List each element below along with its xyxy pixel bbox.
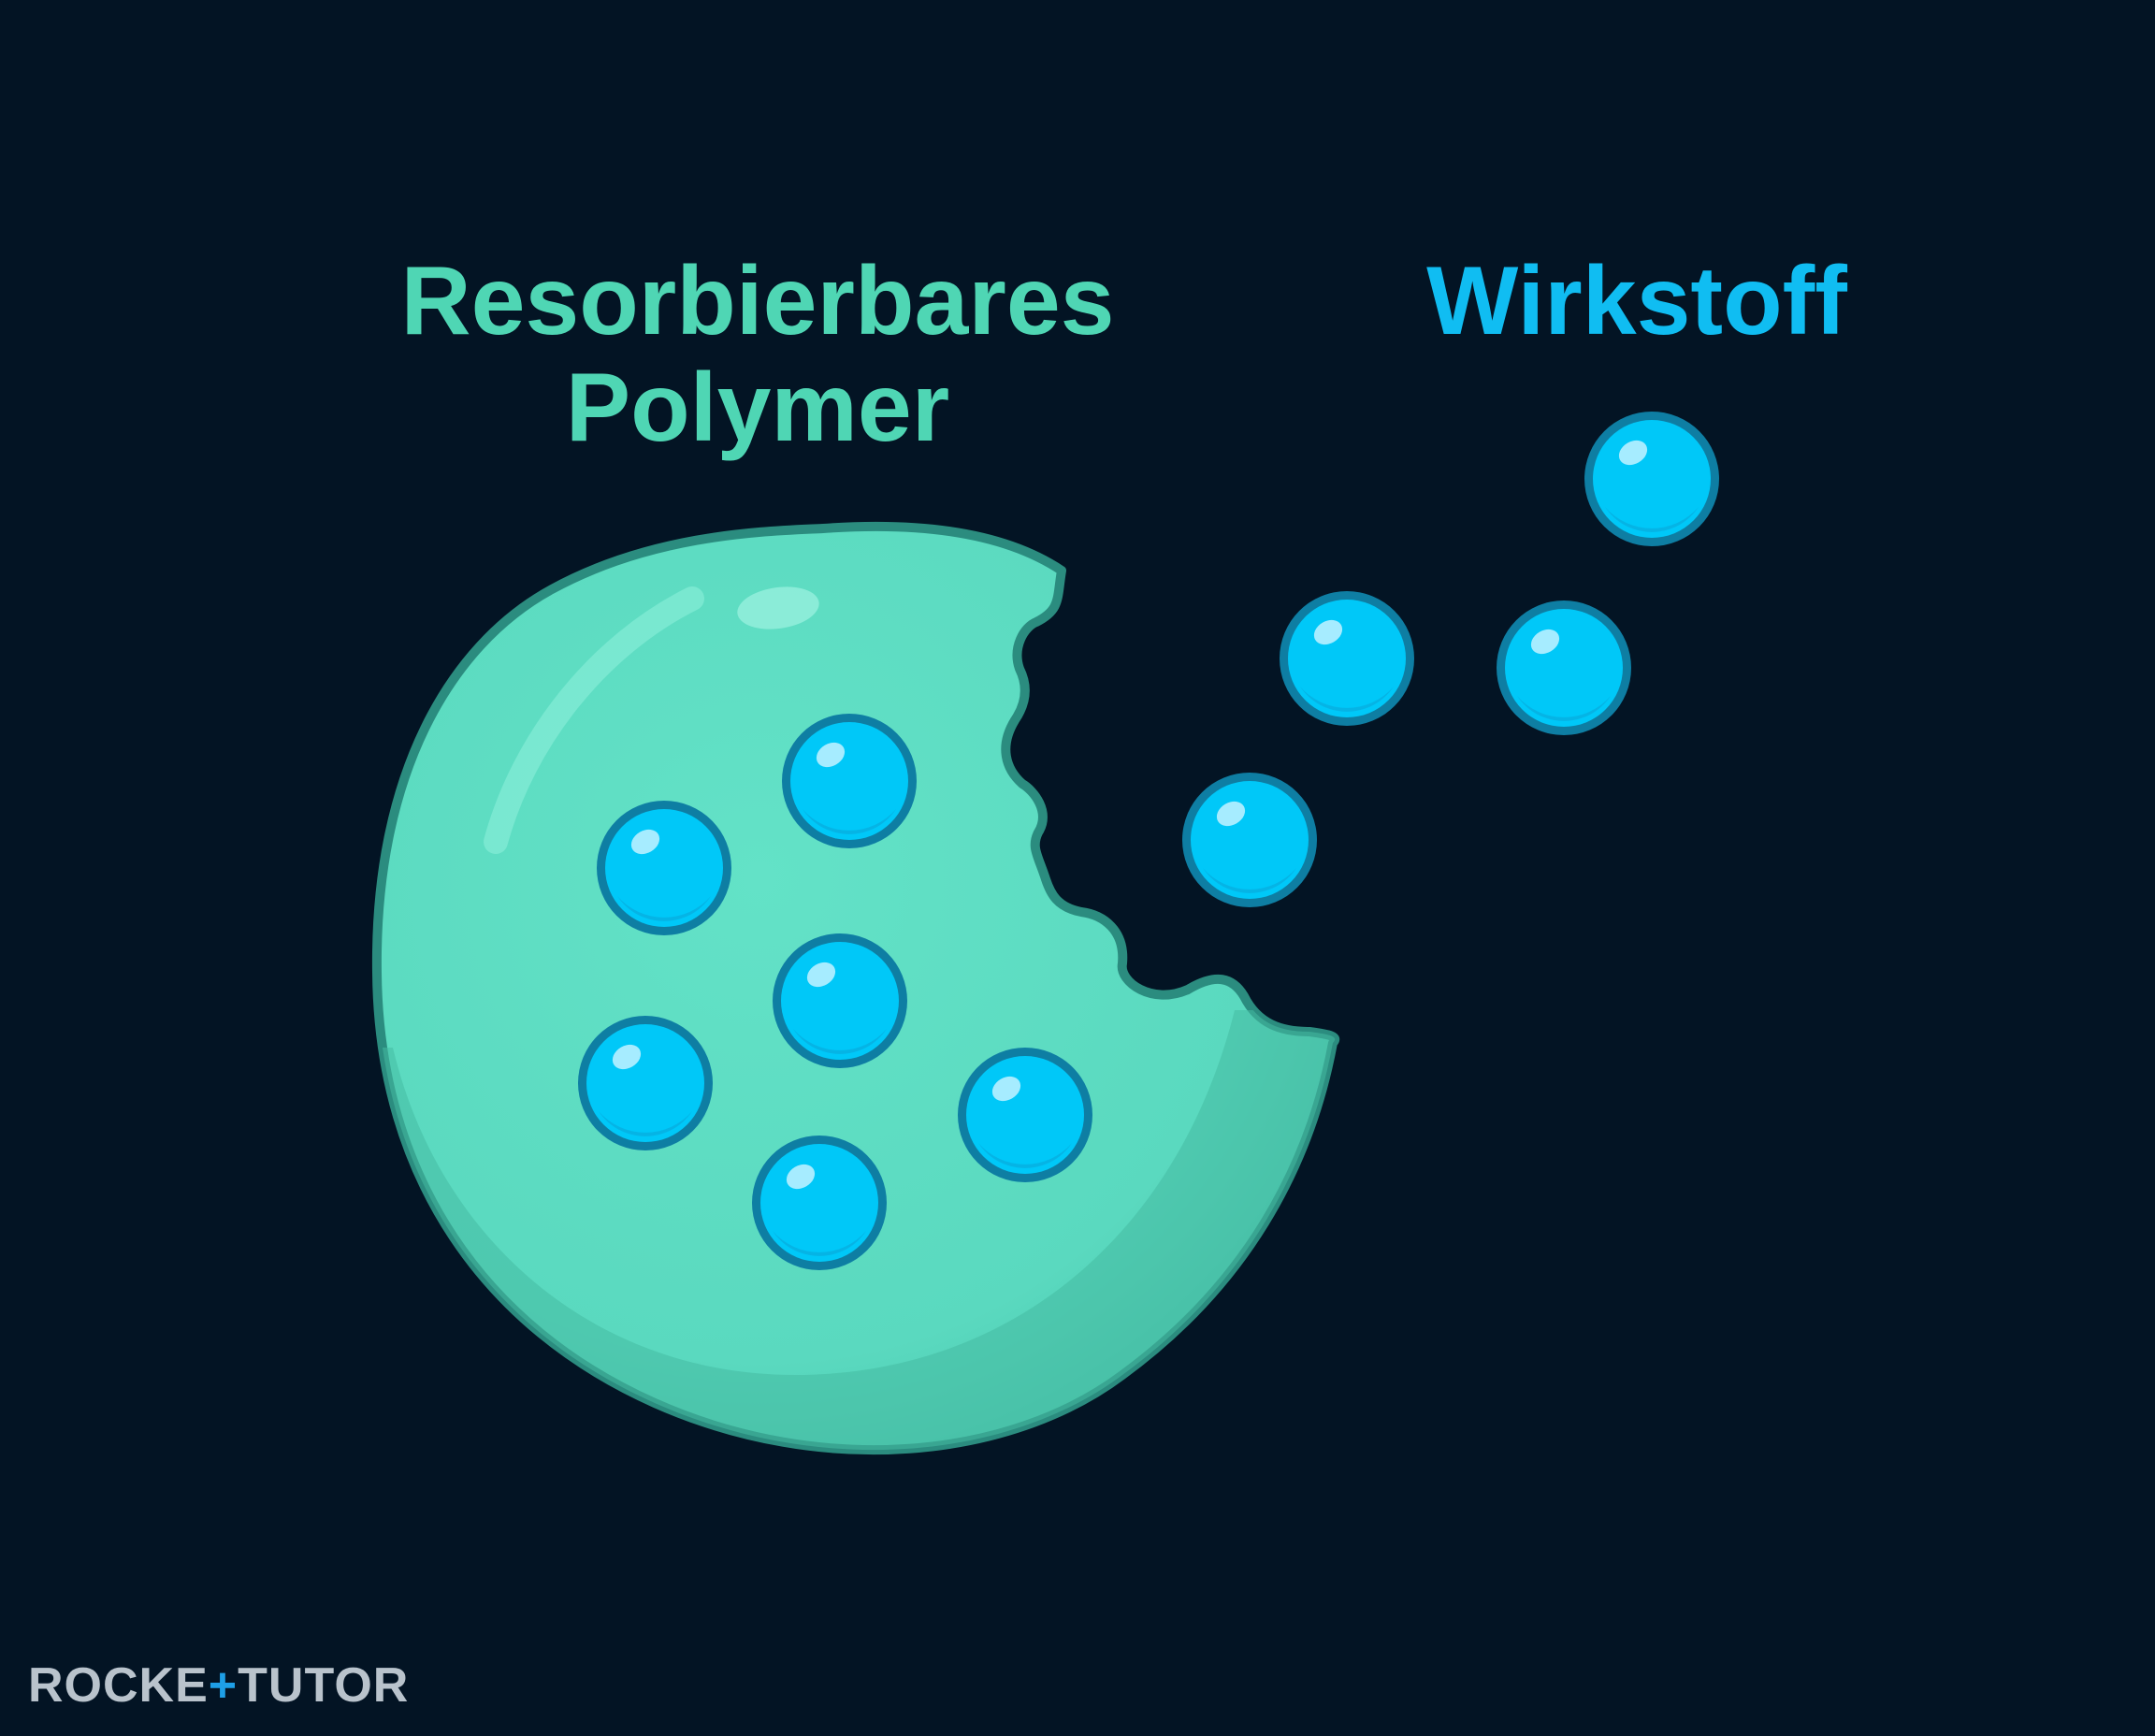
drug-particle-icon [1280,591,1414,726]
drug-particle-icon [773,933,907,1068]
drug-particle-icon [958,1048,1092,1182]
polymer-label-line1: Resorbierbares [400,247,1115,355]
drug-particle-icon [1182,773,1317,907]
drug-particle-icon [752,1136,887,1270]
drug-particle-icon [1584,412,1719,546]
drug-label: Wirkstoff [1426,247,1847,355]
drug-particle-icon [782,714,917,848]
logo-text-part2: TUTOR [238,1658,410,1713]
polymer-label: Resorbierbares Polymer [337,248,1179,462]
brand-logo: ROCKE+TUTOR [28,1657,409,1714]
polymer-label-line2: Polymer [565,354,950,463]
logo-plus-mark: + [208,1658,239,1713]
embedded-drug-particles [578,714,1092,1270]
logo-text-part1: ROCKE [28,1658,209,1713]
drug-particle-icon [1497,600,1631,735]
released-drug-particles [1182,412,1719,907]
drug-particle-icon [578,1016,713,1150]
drug-particle-icon [597,801,731,935]
